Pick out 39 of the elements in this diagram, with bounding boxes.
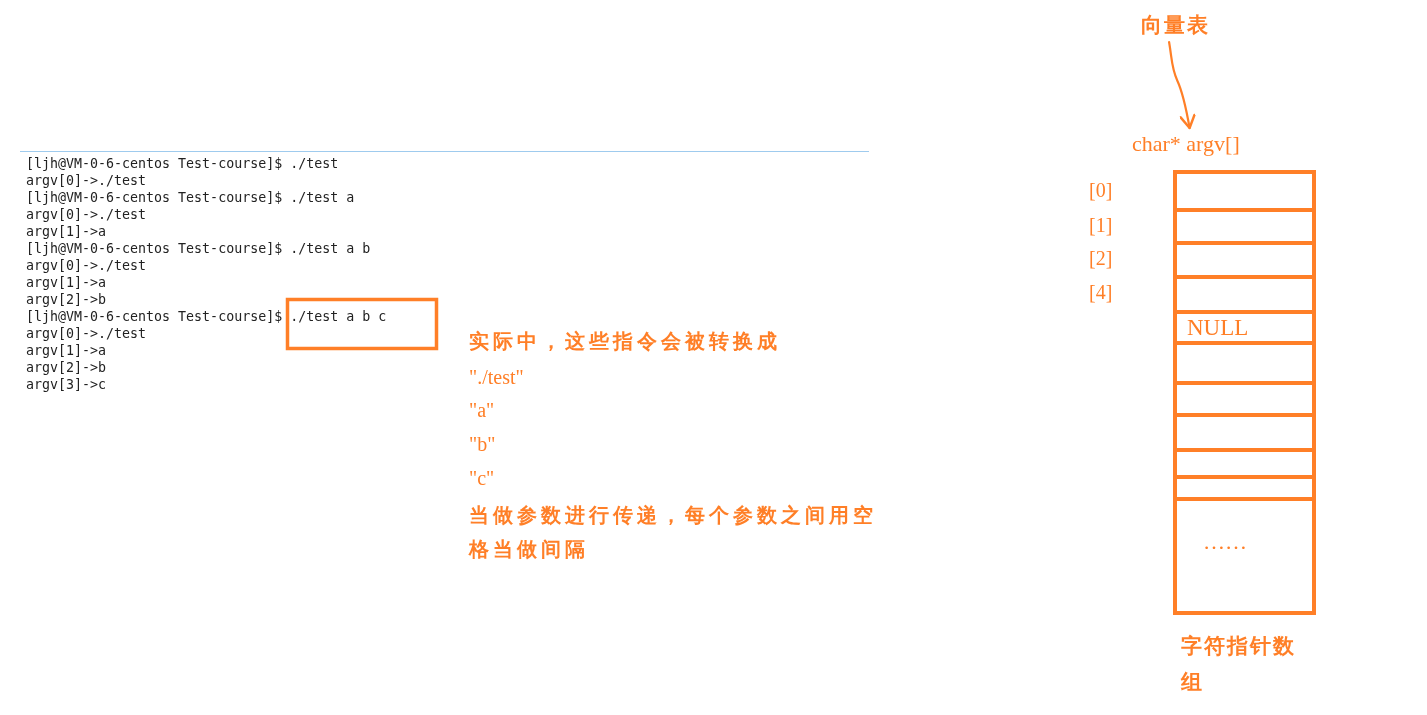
terminal-line: [ljh@VM-0-6-centos Test-course]$ ./test a b c <box>26 307 387 325</box>
index-label: [1] <box>1089 213 1113 238</box>
index-label: [4] <box>1089 280 1113 305</box>
array-cell <box>1173 448 1316 475</box>
terminal-line: argv[0]->./test <box>26 256 147 274</box>
note-text: "a" <box>469 398 495 423</box>
note-text: 当做参数进行传递，每个参数之间用空格当做间隔 <box>469 502 878 563</box>
index-label: [0] <box>1089 178 1113 203</box>
array-cell: …… <box>1173 497 1316 615</box>
index-label: [2] <box>1089 246 1113 271</box>
array-cell <box>1173 170 1316 208</box>
terminal-line: argv[3]->c <box>26 375 107 393</box>
note-text: "./test" <box>469 365 524 390</box>
note-text: 实际中，这些指令会被转换成 <box>469 328 782 355</box>
terminal-line: [ljh@VM-0-6-centos Test-course]$ ./test a b <box>26 239 371 257</box>
array-caption: 字符指针数组 <box>1181 633 1297 696</box>
note-text: "b" <box>469 432 496 457</box>
array-cell <box>1173 275 1316 310</box>
array-cell: NULL <box>1173 310 1316 341</box>
terminal-line: [ljh@VM-0-6-centos Test-course]$ ./test <box>26 154 339 172</box>
terminal-line: argv[2]->b <box>26 358 107 376</box>
terminal-line: argv[0]->./test <box>26 205 147 223</box>
array-cell <box>1173 475 1316 497</box>
code-label: char* argv[] <box>1132 130 1252 157</box>
array-cell <box>1173 381 1316 413</box>
annotation-label: 向量表 <box>1141 10 1219 40</box>
arrow <box>1168 40 1196 130</box>
terminal-line: argv[1]->a <box>26 341 107 359</box>
note-text: "c" <box>469 466 495 491</box>
terminal-line: argv[1]->a <box>26 222 107 240</box>
terminal-line: argv[2]->b <box>26 290 107 308</box>
array-cell <box>1173 208 1316 241</box>
array-cell <box>1173 241 1316 275</box>
terminal-line: argv[0]->./test <box>26 171 147 189</box>
array-cell <box>1173 341 1316 381</box>
terminal-line: [ljh@VM-0-6-centos Test-course]$ ./test a <box>26 188 355 206</box>
array-cell <box>1173 413 1316 448</box>
terminal-line: argv[0]->./test <box>26 324 147 342</box>
terminal-line: argv[1]->a <box>26 273 107 291</box>
